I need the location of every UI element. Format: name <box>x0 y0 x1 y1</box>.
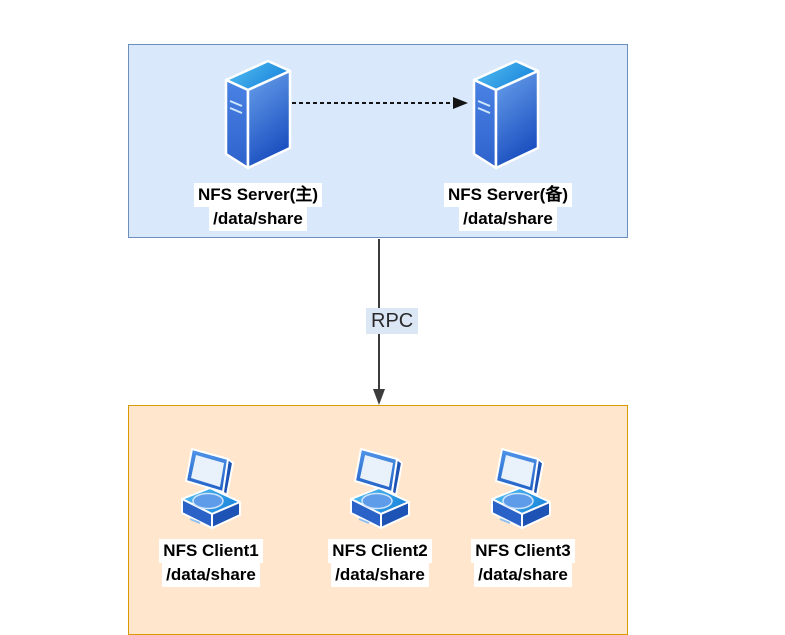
workstation-icon <box>181 448 241 529</box>
client-name: NFS Client2 <box>328 539 432 563</box>
replication-arrow <box>292 97 468 109</box>
client-name: NFS Client1 <box>159 539 263 563</box>
client-node-2-label: NFS Client2 /data/share <box>305 539 455 587</box>
client-node-3-label: NFS Client3 /data/share <box>448 539 598 587</box>
client-path: /data/share <box>162 563 260 587</box>
server-node-primary-label: NFS Server(主) /data/share <box>158 183 358 231</box>
server-path: /data/share <box>459 207 557 231</box>
server-name: NFS Server(主) <box>194 183 322 207</box>
server-tower-icon <box>224 59 292 170</box>
server-path: /data/share <box>209 207 307 231</box>
client-path: /data/share <box>474 563 572 587</box>
server-tower-icon <box>472 59 540 170</box>
workstation-icon <box>491 448 551 529</box>
server-node-backup-label: NFS Server(备) /data/share <box>408 183 608 231</box>
client-name: NFS Client3 <box>471 539 575 563</box>
client-path: /data/share <box>331 563 429 587</box>
workstation-icon <box>350 448 410 529</box>
client-node-1-label: NFS Client1 /data/share <box>136 539 286 587</box>
server-name: NFS Server(备) <box>444 183 572 207</box>
rpc-edge-label: RPC <box>366 308 419 334</box>
